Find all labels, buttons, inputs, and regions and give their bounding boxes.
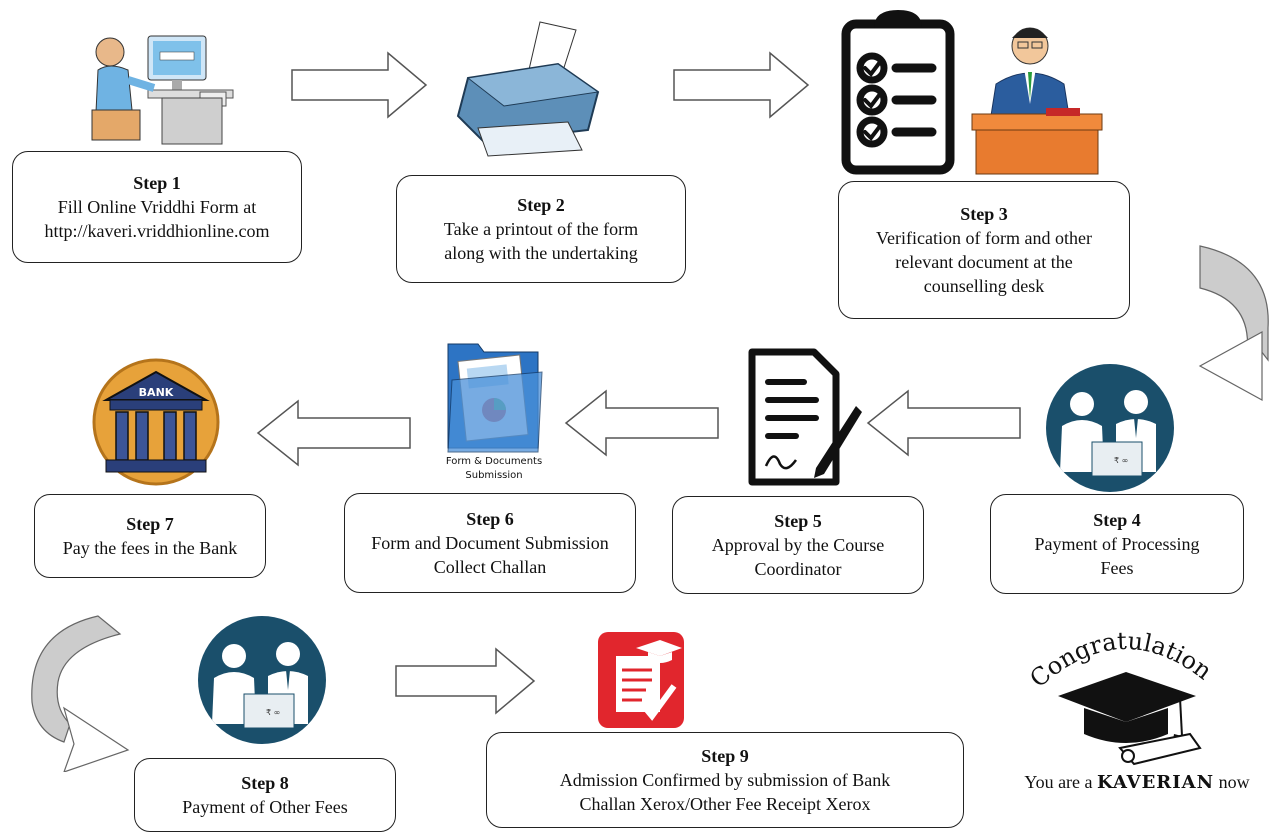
step-text: Challan Xerox/Other Fee Receipt Xerox xyxy=(579,794,871,814)
computer-user-icon xyxy=(91,35,234,145)
step-text: Verification of form and other xyxy=(876,228,1092,248)
step-7-box: Step 7 Pay the fees in the Bank xyxy=(34,494,266,578)
step-title: Step 3 xyxy=(960,204,1008,224)
arrow-left-icon xyxy=(564,389,719,457)
admission-form-icon xyxy=(598,632,684,728)
step-text: along with the undertaking xyxy=(444,243,638,263)
folder-documents-icon: Form & Documents Submission xyxy=(446,343,543,481)
step-text: http://kaveri.vriddhionline.com xyxy=(44,221,270,241)
step-text: Coordinator xyxy=(754,559,842,579)
step-text: Admission Confirmed by submission of Ban… xyxy=(559,770,891,790)
payment-counter-icon: ₹ ∞ xyxy=(1046,364,1174,492)
officer-at-desk-icon xyxy=(971,27,1103,175)
step-6-box: Step 6 Form and Document Submission Coll… xyxy=(344,493,636,593)
step-text: counselling desk xyxy=(923,276,1045,296)
curved-arrow-icon xyxy=(1198,245,1269,402)
step-title: Step 5 xyxy=(774,511,822,531)
kaverian-name: KAVERIAN xyxy=(1097,772,1215,793)
step-title: Step 7 xyxy=(126,514,174,534)
step-9-box: Step 9 Admission Confirmed by submission… xyxy=(486,732,964,828)
step-1-box: Step 1 Fill Online Vriddhi Form at http:… xyxy=(12,151,302,263)
step-text: relevant document at the xyxy=(895,252,1073,272)
step-text: Collect Challan xyxy=(433,557,547,577)
step-text: Approval by the Course xyxy=(711,535,885,555)
signed-document-icon xyxy=(748,348,862,486)
step-text: Fill Online Vriddhi Form at xyxy=(57,197,257,217)
step-text: Payment of Other Fees xyxy=(182,797,348,817)
message-suffix: now xyxy=(1214,772,1250,792)
folder-caption: Form & Documents xyxy=(446,456,542,467)
arrow-right-icon xyxy=(395,647,536,715)
kaverian-message: You are a KAVERIAN now xyxy=(1004,772,1270,793)
arrow-left-icon xyxy=(866,389,1021,457)
step-text: Pay the fees in the Bank xyxy=(62,538,238,558)
step-5-box: Step 5 Approval by the Course Coordinato… xyxy=(672,496,924,594)
step-text: Payment of Processing xyxy=(1034,534,1200,554)
step-text: Take a printout of the form xyxy=(443,219,639,239)
folder-caption: Submission xyxy=(465,470,522,481)
step-3-box: Step 3 Verification of form and other re… xyxy=(838,181,1130,319)
payment-counter-icon: ₹ ∞ xyxy=(198,616,326,744)
step-text: Fees xyxy=(1100,558,1134,578)
step-title: Step 9 xyxy=(701,746,749,766)
rupee-label: ₹ ∞ xyxy=(266,708,280,717)
step-title: Step 1 xyxy=(133,173,181,193)
step-title: Step 6 xyxy=(466,509,514,529)
step-2-box: Step 2 Take a printout of the form along… xyxy=(396,175,686,283)
step-8-box: Step 8 Payment of Other Fees xyxy=(134,758,396,832)
step-title: Step 2 xyxy=(517,195,565,215)
rupee-label: ₹ ∞ xyxy=(1114,456,1128,465)
printer-icon xyxy=(456,21,600,157)
checklist-clipboard-icon xyxy=(841,10,955,175)
step-4-box: Step 4 Payment of Processing Fees xyxy=(990,494,1244,594)
arrow-left-icon xyxy=(256,399,411,467)
graduation-cap-icon: Congratulations xyxy=(1030,618,1217,766)
bank-sign: BANK xyxy=(139,386,174,399)
step-text: Form and Document Submission xyxy=(371,533,609,553)
message-prefix: You are a xyxy=(1024,772,1098,792)
arrow-right-icon xyxy=(291,51,428,119)
step-title: Step 4 xyxy=(1093,510,1141,530)
arrow-right-icon xyxy=(673,51,810,119)
bank-building-icon: BANK xyxy=(92,358,220,486)
curved-arrow-icon xyxy=(31,615,130,772)
step-title: Step 8 xyxy=(241,773,289,793)
